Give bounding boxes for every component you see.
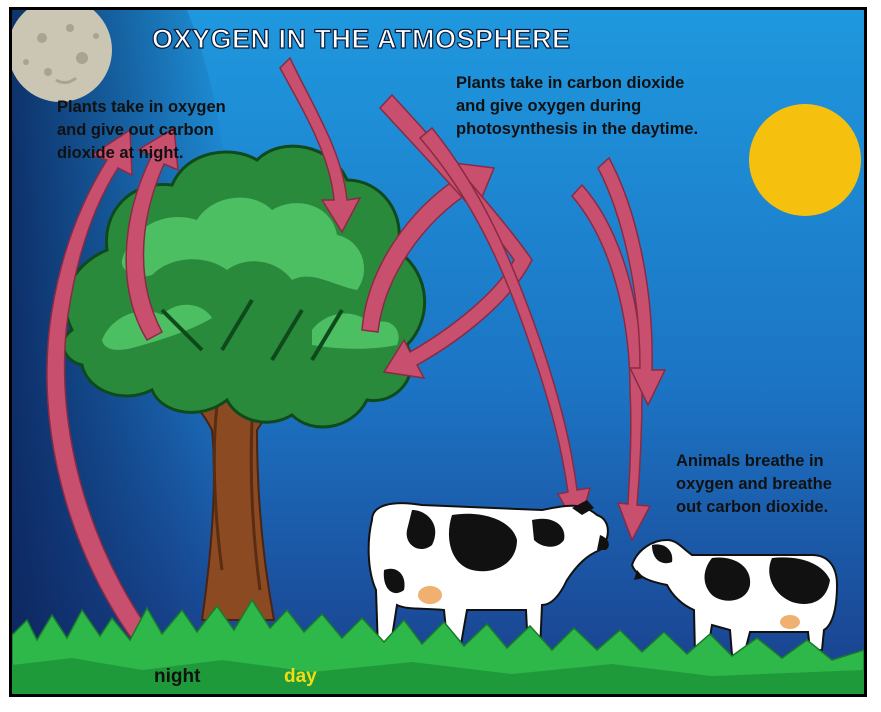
- arrow-night-up-right: [125, 126, 179, 341]
- gas-exchange-arrows: [46, 56, 667, 666]
- arrow-co2-into-tree: [279, 56, 362, 234]
- note-animals: Animals breathe in oxygen and breathe ou…: [676, 452, 832, 516]
- arrow-to-cow-right: [570, 183, 652, 542]
- note-plants-night: Plants take in oxygen and give out carbo…: [57, 98, 226, 162]
- note-plants-day: Plants take in carbon dioxide and give o…: [456, 74, 699, 138]
- label-day: day: [284, 666, 317, 687]
- sun-icon: [749, 104, 861, 216]
- cow-right: [630, 538, 839, 656]
- label-night: night: [154, 666, 201, 687]
- diagram-title: OXYGEN IN THE ATMOSPHERE: [151, 23, 571, 54]
- arrow-sun-down: [597, 156, 667, 407]
- grass-shadow: [12, 658, 864, 694]
- cow-left: [367, 500, 609, 651]
- illustration: [12, 10, 864, 694]
- arrow-oxygen-from-tree: [361, 162, 496, 333]
- diagram-scene: OXYGEN IN THE ATMOSPHERE Plants take in …: [9, 7, 867, 697]
- moon-icon: [12, 10, 112, 102]
- arrow-night-up-left: [46, 128, 174, 666]
